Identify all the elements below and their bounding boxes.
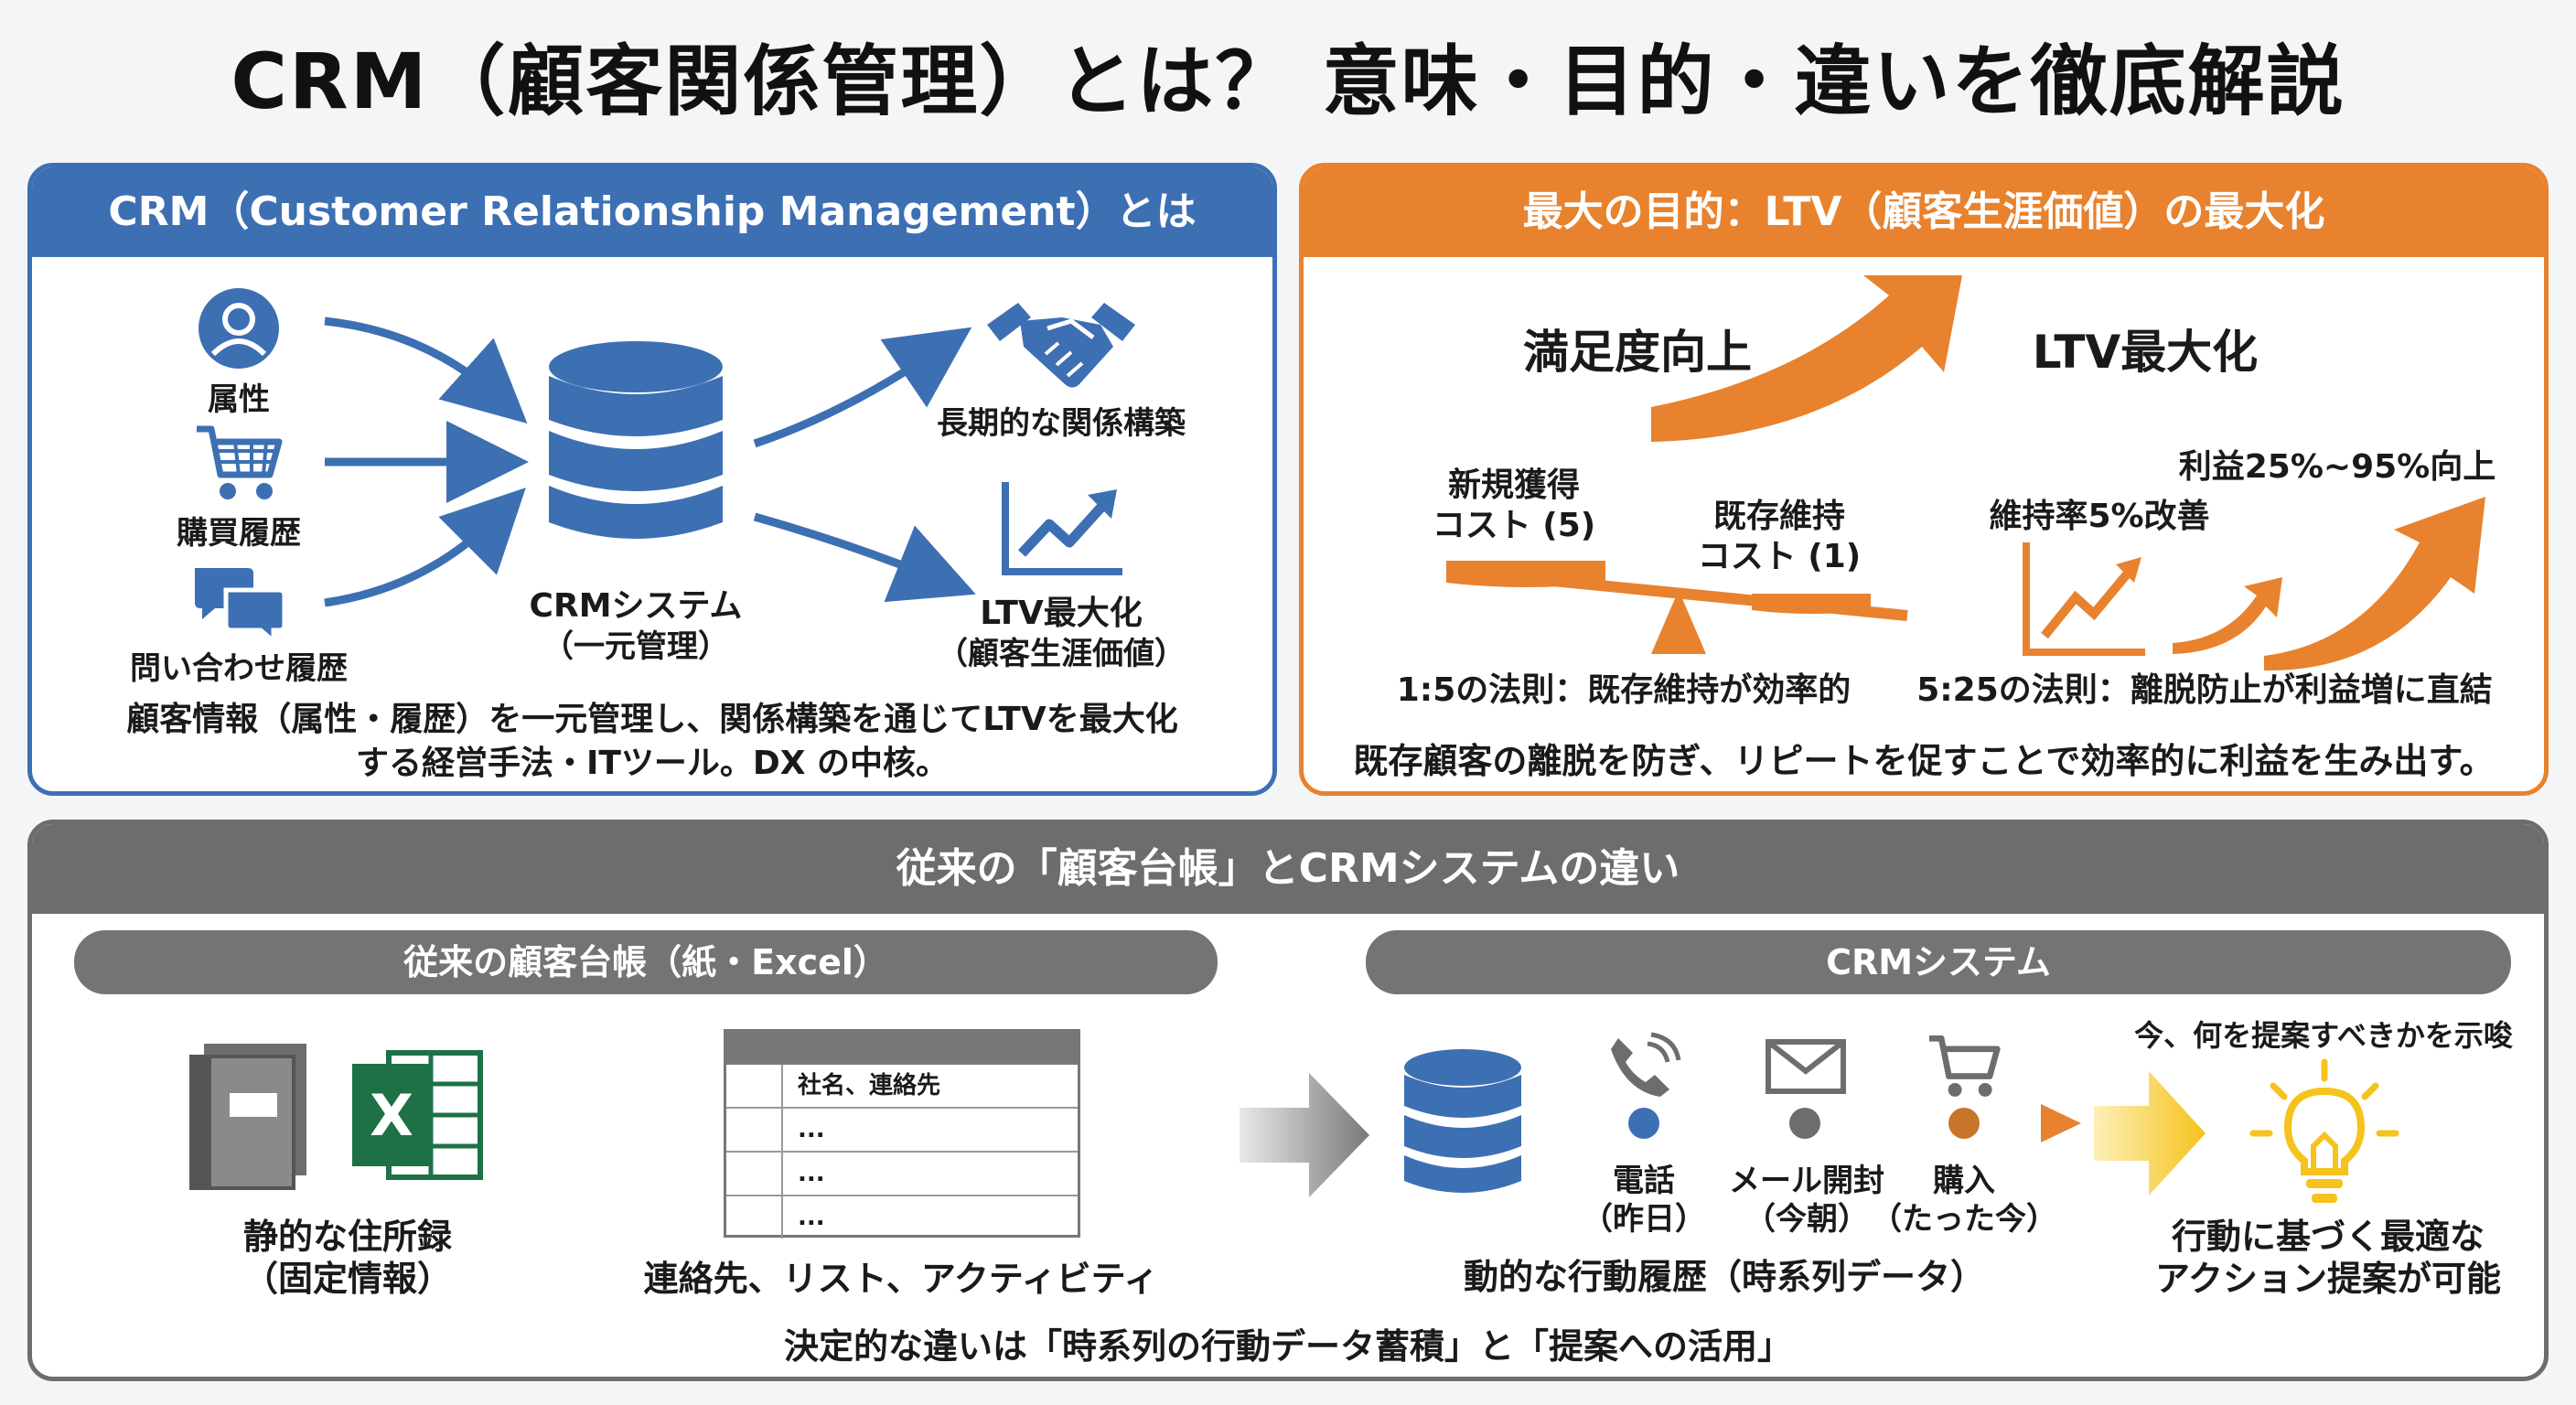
table-cell: 社名、連絡先 [798,1072,941,1099]
output-relationship: 長期的な関係構築 [937,405,1186,442]
purpose-summary: 既存顧客の離脱を防ぎ、リピートを促すことで効率的に利益を生み出す。 [1353,741,2495,781]
definition-heading: CRM（Customer Relationship Management）とは [32,167,1272,257]
database-icon [549,341,723,539]
table-cell: ... [798,1204,825,1231]
table-row: ... [726,1109,1078,1153]
output-ltv-sub: （顧客生涯価値） [937,636,1186,672]
cart-icon [197,425,283,499]
profit-label: 利益25%~95%向上 [2178,448,2496,486]
inflow-arrows [324,316,976,607]
definition-summary-1: 顧客情報（属性・履歴）を一元管理し、関係構築を通じてLTVを最大化 [126,701,1178,738]
rule-5-25: 5:25の法則：離脱防止が利益増に直結 [1916,671,2493,709]
crm-database-icon [1404,1049,1521,1193]
page-title: CRM（顧客関係管理）とは？ 意味・目的・違いを徹底解説 [231,37,2345,126]
suggest-label: 今、何を提案すべきかを示唆 [2134,1018,2513,1053]
crm-system-label: CRMシステム [529,587,743,625]
action-label-2: アクション提案が可能 [2154,1259,2502,1299]
event-mail-name: メール開封 [1729,1163,1884,1199]
input-label-inquiry: 問い合わせ履歴 [130,650,348,687]
mail-icon [1766,1039,1846,1094]
legacy-pill: 従来の顧客台帳（紙・Excel） [74,930,1218,994]
input-label-attribute: 属性 [208,381,270,418]
event-call-time: （昨日） [1582,1201,1706,1238]
comparison-heading: 従来の「顧客台帳」とCRMシステムの違い [32,824,2544,914]
retention-label: 維持率5%改善 [1989,498,2210,535]
event-mail-time: （今朝） [1744,1201,1869,1238]
static-address-label-2: （固定情報） [242,1259,452,1299]
timeline-dot-mail [1789,1108,1820,1139]
output-ltv: LTV最大化 [980,595,1143,632]
timeline-dot-purchase [1948,1108,1980,1139]
growth-chart-icon [1002,482,1122,575]
profit-growth-icon [2023,497,2485,671]
comparison-conclusion: 決定的な違いは「時系列の行動データ蓄積」と「提案への活用」 [783,1326,1792,1367]
table-cell: ... [798,1116,825,1143]
handshake-icon [987,303,1135,388]
ltv-max-label: LTV最大化 [2032,326,2259,379]
rule-1-5: 1:5の法則：既存維持が効率的 [1396,671,1852,709]
table-row: ... [726,1153,1078,1196]
ledger-label: 連絡先、リスト、アクティビティ [643,1259,1159,1299]
chat-icon [195,568,287,647]
phone-icon [1611,1032,1681,1097]
binder-icon [189,1044,306,1190]
table-row: 社名、連絡先 [726,1065,1078,1109]
existing-cost-label-2: コスト (1) [1697,538,1862,575]
action-label-1: 行動に基づく最適な [2171,1217,2485,1257]
timeline [1536,1104,2081,1142]
crm-pill: CRMシステム [1366,930,2511,994]
existing-cost-label-1: 既存維持 [1712,498,1845,535]
timeline-label: 動的な行動履歴（時系列データ） [1463,1257,1985,1297]
definition-panel: CRM（Customer Relationship Management）とは … [27,163,1277,796]
event-purchase-time: （たった今） [1871,1201,2057,1238]
purpose-panel: 最大の目的：LTV（顧客生涯価値）の最大化 満足度向上 LTV最大化 新規獲得 … [1299,163,2549,796]
ledger-table: 社名、連絡先 ... ... ... [724,1029,1080,1239]
lightbulb-icon [2249,1058,2399,1203]
table-row: ... [726,1196,1078,1239]
excel-icon: X [352,1050,483,1180]
purpose-heading: 最大の目的：LTV（顧客生涯価値）の最大化 [1304,167,2544,257]
input-label-purchase: 購買履歴 [177,515,301,552]
growth-arrow-icon [1651,275,1962,442]
definition-summary-2: する経営手法・ITツール。DX の中核。 [355,745,950,782]
crm-system-sublabel: （一元管理） [542,628,729,665]
svg-text:X: X [370,1082,413,1149]
comparison-panel: 従来の「顧客台帳」とCRMシステムの違い 従来の顧客台帳（紙・Excel） CR… [27,820,2549,1381]
static-address-label-1: 静的な住所録 [242,1217,452,1257]
table-cell: ... [798,1160,825,1187]
balance-scale-icon [1446,561,1908,654]
transition-arrow-icon [1240,1073,1369,1197]
satisfaction-label: 満足度向上 [1523,326,1752,379]
purchase-cart-icon [1929,1035,2001,1097]
new-cost-label-1: 新規獲得 [1447,467,1580,504]
event-call-name: 電話 [1613,1163,1675,1199]
event-purchase-name: 購入 [1933,1163,1995,1199]
suggest-arrow-icon [2094,1071,2206,1196]
timeline-dot-call [1628,1108,1659,1139]
new-cost-label-2: コスト (5) [1432,507,1596,544]
person-icon [199,288,279,369]
